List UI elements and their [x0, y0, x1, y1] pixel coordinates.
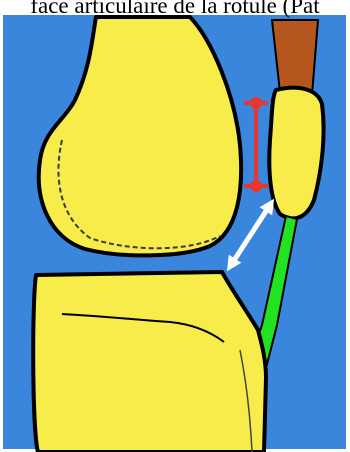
patella-height-marker-bottom-dot: [250, 180, 262, 192]
quadriceps-tendon: [272, 20, 318, 95]
tibia: [33, 272, 266, 452]
patella-height-marker-top-dot: [250, 97, 262, 109]
figure-caption: face articulaire de la rotule (Pat: [0, 0, 350, 21]
patella: [269, 88, 323, 219]
